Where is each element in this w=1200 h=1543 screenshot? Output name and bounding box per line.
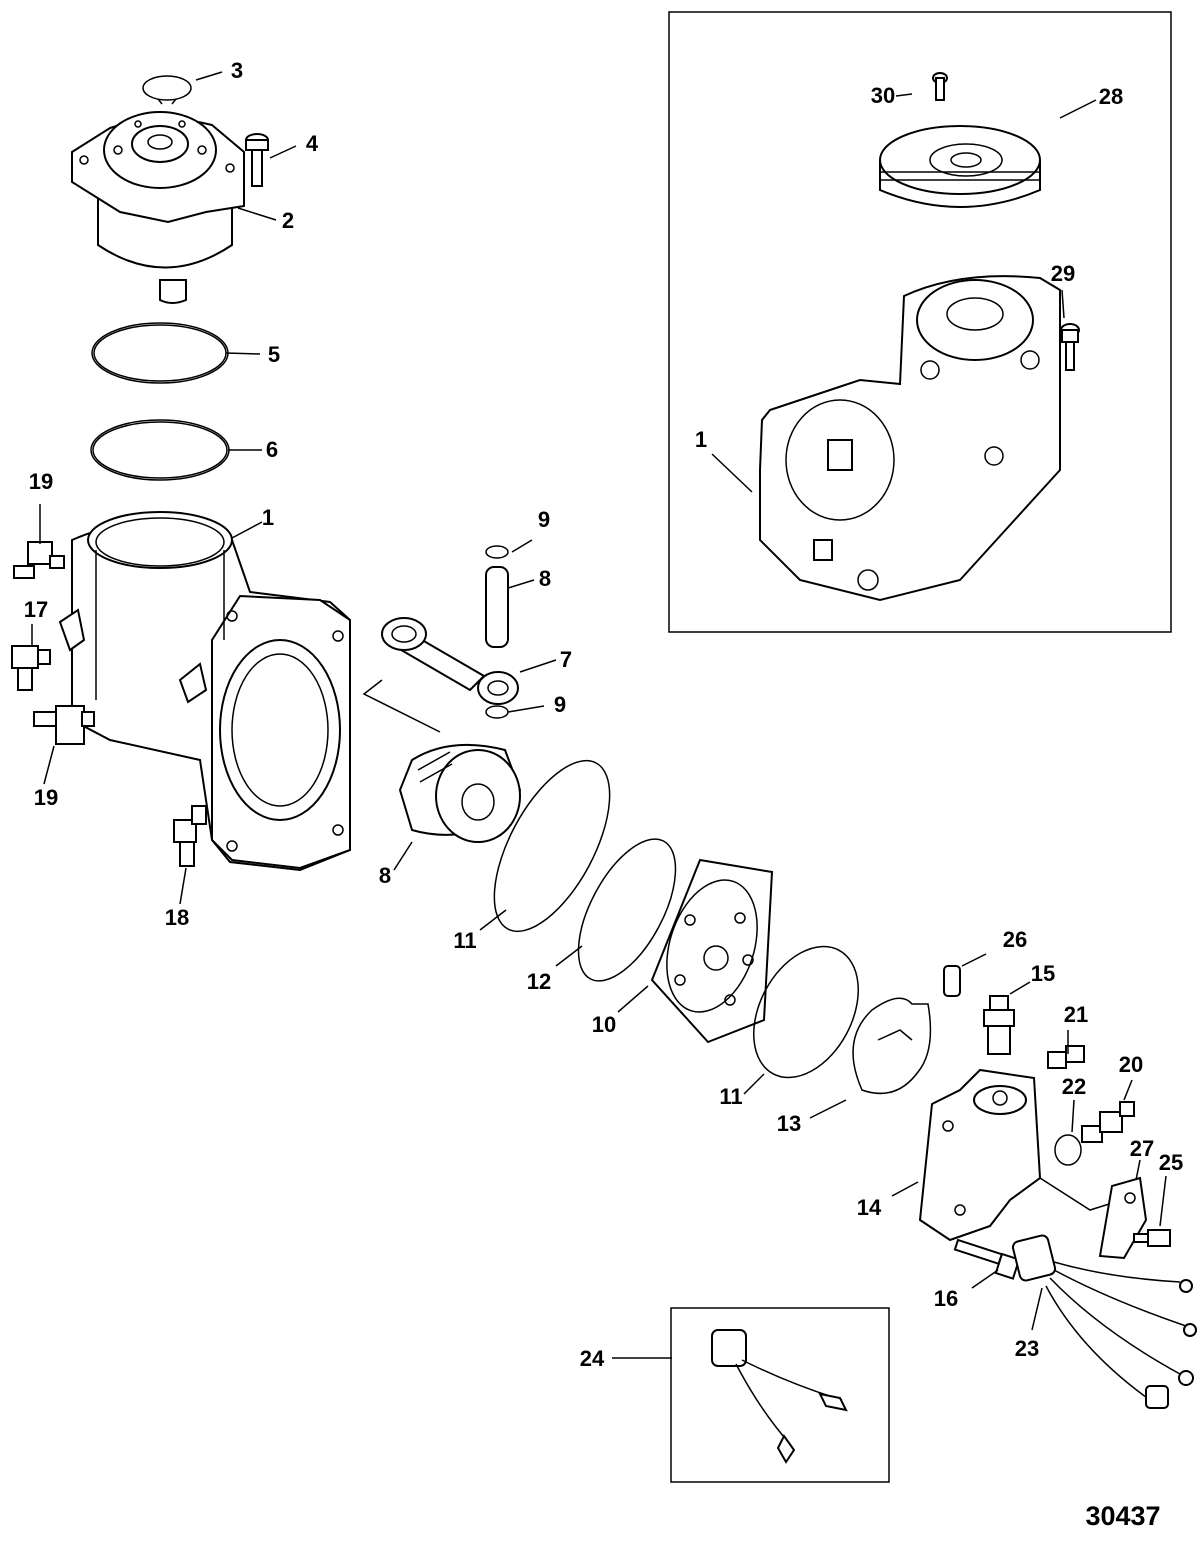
part-9-clip-lower [485, 705, 509, 719]
callout-8-piston: 8 [379, 863, 391, 888]
callout-20: 20 [1119, 1052, 1143, 1077]
harness-variant-inset [670, 1307, 890, 1483]
callout-19-lower: 19 [34, 785, 58, 810]
part-27-bracket [1098, 1176, 1148, 1260]
callout-6: 6 [266, 437, 278, 462]
part-16-bolt [953, 1238, 1021, 1280]
part-20-fitting [1081, 1101, 1135, 1143]
callout-26: 26 [1003, 927, 1027, 952]
part-25-screw [1133, 1229, 1171, 1247]
callout-19-upper: 19 [29, 469, 53, 494]
callout-9-lower: 9 [554, 692, 566, 717]
callout-14: 14 [857, 1195, 882, 1220]
callout-24: 24 [580, 1346, 605, 1371]
callout-1: 1 [262, 505, 274, 530]
part-4-bolt [245, 133, 269, 187]
part-1-cylinder-housing [58, 511, 351, 872]
callout-30: 30 [871, 83, 895, 108]
part-11-gasket-right [753, 945, 859, 1079]
callout-25: 25 [1159, 1150, 1183, 1175]
callout-7: 7 [560, 647, 572, 672]
part-15-check-valve [983, 995, 1015, 1055]
part-19-elbow-fitting-upper [13, 541, 65, 579]
callout-10: 10 [592, 1012, 616, 1037]
part-9-clip-upper [485, 545, 509, 559]
callout-9-upper: 9 [538, 507, 550, 532]
part-17-elbow-fitting [11, 645, 51, 691]
figure-number: 30437 [1085, 1501, 1160, 1531]
callout-17: 17 [24, 597, 48, 622]
callout-13: 13 [777, 1111, 801, 1136]
part-11-gasket-left [493, 759, 611, 933]
assembled-view-inset [668, 11, 1172, 633]
part-6-seal [90, 419, 230, 481]
callout-29: 29 [1051, 261, 1075, 286]
part-14-cylinder-head [918, 1068, 1123, 1242]
callout-28: 28 [1099, 84, 1123, 109]
callout-5: 5 [268, 342, 280, 367]
callout-15: 15 [1031, 961, 1055, 986]
callout-8-pin: 8 [539, 566, 551, 591]
part-13-spring-clip [852, 997, 932, 1095]
part-5-seal [91, 322, 229, 384]
callout-11-right: 11 [719, 1084, 742, 1109]
part-23-sensor-harness [1011, 1234, 1197, 1409]
part-21-fitting [1047, 1045, 1085, 1069]
callout-4: 4 [306, 131, 319, 156]
callout-12: 12 [527, 969, 551, 994]
callout-2: 2 [282, 208, 294, 233]
callout-11-left: 11 [453, 928, 476, 953]
part-26-set-screw [943, 965, 961, 997]
part-10-valve-plate [650, 858, 774, 1044]
part-24-harness-variant [711, 1329, 848, 1464]
callout-27: 27 [1130, 1136, 1154, 1161]
piston-assembly-bracket [362, 679, 441, 733]
part-1-assembled-compressor [759, 275, 1061, 602]
part-19-elbow-fitting-lower [33, 705, 95, 745]
leader-lines [31, 71, 1167, 1359]
part-22-o-ring [1054, 1134, 1082, 1166]
part-8-piston [398, 743, 522, 843]
callout-23: 23 [1015, 1336, 1039, 1361]
part-3-retaining-ring [142, 75, 192, 105]
part-2-crankcase-cover [71, 111, 245, 304]
callout-16: 16 [934, 1286, 958, 1311]
part-29-bolt [1060, 323, 1080, 371]
callout-21: 21 [1064, 1002, 1088, 1027]
callout-labels: 3 4 2 5 6 1 19 17 19 18 9 8 7 9 8 11 12 … [24, 58, 1183, 1371]
callout-1-inset: 1 [695, 427, 707, 452]
callout-18: 18 [165, 905, 189, 930]
callout-3: 3 [231, 58, 243, 83]
part-28-pulley [879, 125, 1041, 208]
part-12-gasket [577, 838, 677, 982]
callout-22: 22 [1062, 1074, 1086, 1099]
part-7-connecting-rod [381, 617, 519, 705]
part-30-bolt [932, 72, 948, 101]
part-18-elbow-fitting [173, 805, 207, 867]
part-8-wrist-pin [485, 566, 509, 648]
